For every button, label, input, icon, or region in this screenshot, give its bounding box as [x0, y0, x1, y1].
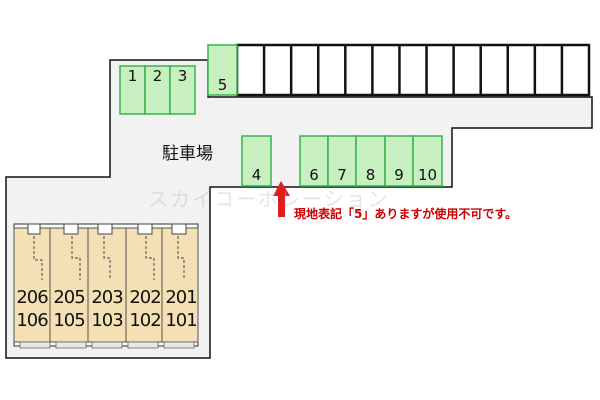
- spot-4: [241, 135, 272, 187]
- spot-label-1: 1: [127, 67, 138, 85]
- green-spots: [119, 44, 443, 187]
- stair-lines: [33, 236, 185, 280]
- spot-1: [119, 65, 146, 115]
- room-203: 203: [91, 287, 123, 308]
- spot-label-9: 9: [394, 166, 404, 184]
- spot-label-8: 8: [365, 166, 376, 184]
- spot-label-6: 6: [309, 166, 319, 184]
- watermark: スカイコーポレーション: [148, 187, 390, 211]
- spot-3: [169, 65, 196, 115]
- room-105: 105: [53, 310, 85, 331]
- arrow-icon: [273, 181, 290, 217]
- spot-label-5: 5: [217, 76, 228, 94]
- notice-text: 現地表記「5」ありますが使用不可です。: [294, 207, 518, 221]
- spot-10: [412, 135, 443, 187]
- unmarked-parking-row: [235, 43, 591, 97]
- spot-label-3: 3: [177, 67, 188, 85]
- spot-5: [207, 44, 238, 96]
- room-205: 205: [53, 287, 85, 308]
- spot-label-10: 10: [417, 166, 438, 184]
- spot-7: [327, 135, 357, 187]
- entrance-steps: [19, 341, 195, 349]
- room-101: 101: [165, 310, 197, 331]
- spot-2: [144, 65, 171, 115]
- room-202: 202: [129, 287, 161, 308]
- spot-label-7: 7: [337, 166, 347, 184]
- room-201: 201: [165, 287, 197, 308]
- unit-205-105: [49, 227, 89, 343]
- unmarked-spot-dividers: [262, 45, 564, 95]
- room-206: 206: [16, 287, 48, 308]
- building: [13, 227, 199, 343]
- room-102: 102: [129, 310, 161, 331]
- balconies: [27, 223, 187, 235]
- unit-203-103: [87, 227, 127, 343]
- spot-label-4: 4: [251, 166, 262, 184]
- room-106: 106: [16, 310, 48, 331]
- unit-201-101: [161, 227, 199, 343]
- spot-label-2: 2: [152, 67, 163, 85]
- parking-label: 駐車場: [162, 144, 213, 164]
- room-103: 103: [91, 310, 123, 331]
